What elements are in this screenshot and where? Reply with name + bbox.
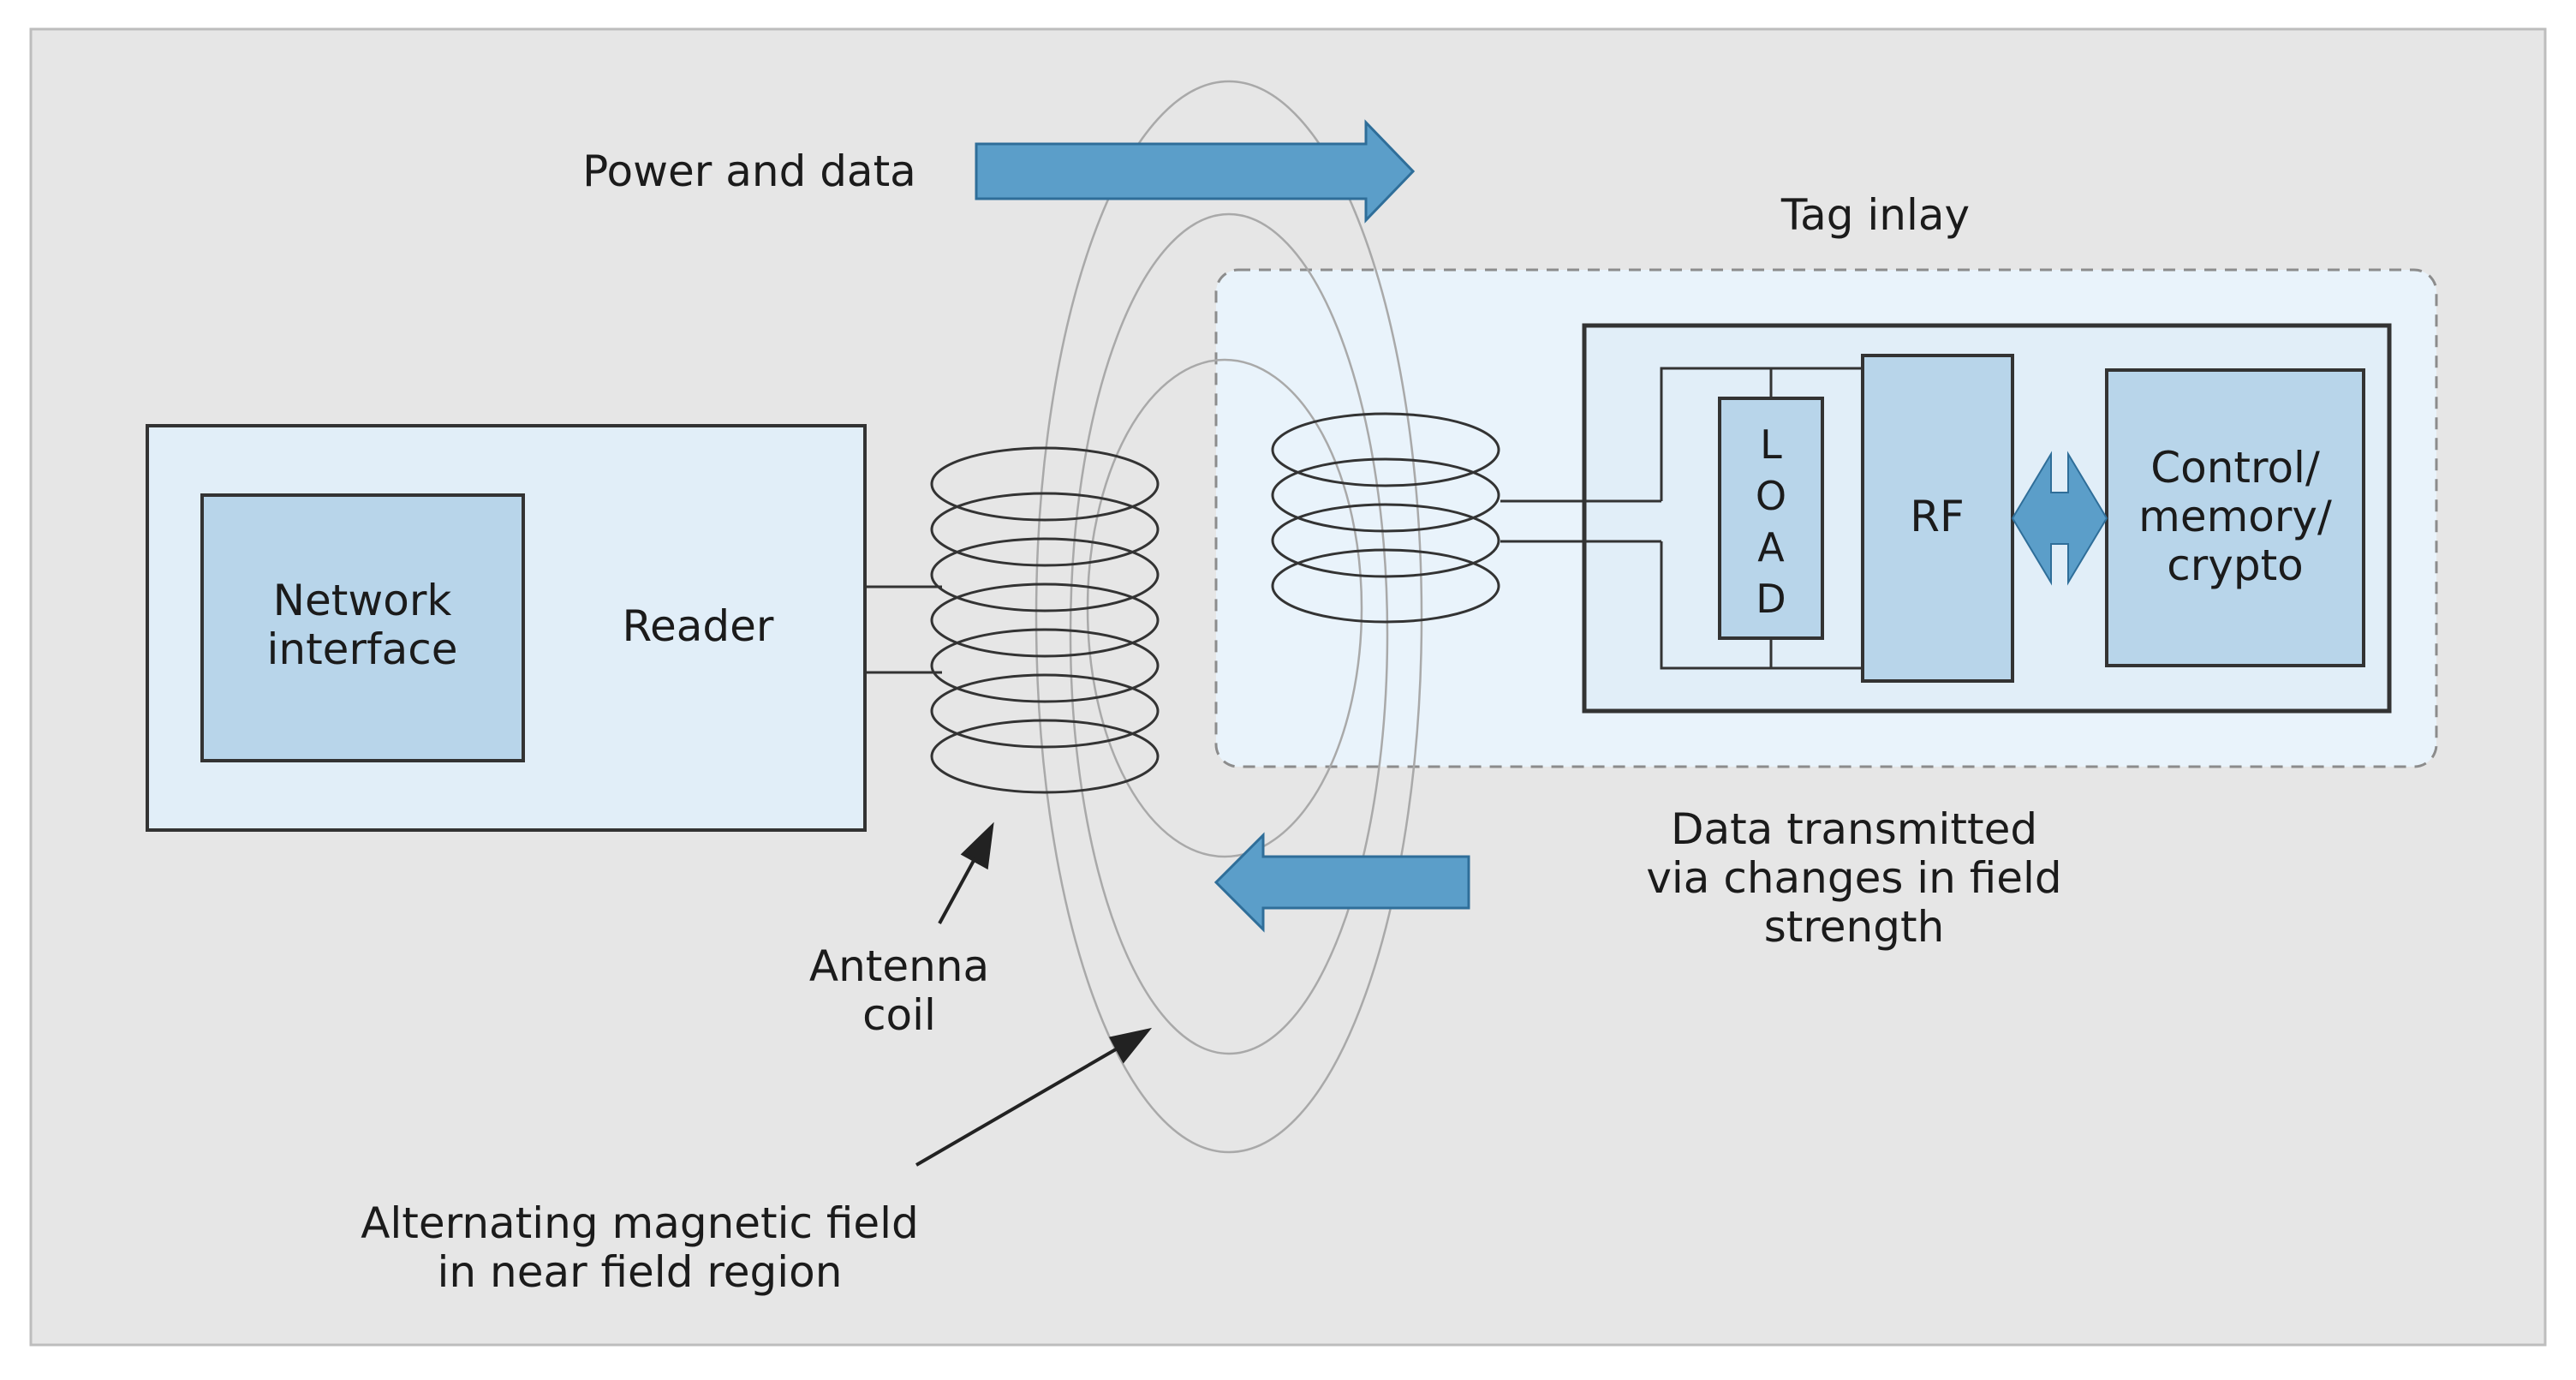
- control-label-line2: memory/: [2138, 492, 2332, 541]
- data-transmitted-label-line3: strength: [1764, 902, 1945, 952]
- reader-leads: [865, 585, 942, 674]
- field-pointer-arrowhead-icon: [1108, 1027, 1153, 1064]
- network-interface-box: [200, 493, 525, 762]
- pointer-arrows: [915, 821, 1153, 1167]
- antenna-coil-label-line1: Antenna: [809, 941, 989, 991]
- tag-inlay-label: Tag inlay: [1780, 190, 1970, 240]
- magnetic-field-label-line1: Alternating magnetic field: [361, 1198, 919, 1248]
- network-interface-label-line2: interface: [267, 624, 458, 674]
- control-memory-crypto-box: [2105, 368, 2365, 667]
- load-letter-d: D: [1756, 576, 1786, 622]
- network-interface-label-line1: Network: [273, 576, 452, 625]
- double-arrow-icon: [2011, 451, 2108, 586]
- control-label-line3: crypto: [2167, 541, 2304, 590]
- control-label-line1: Control/: [2150, 443, 2320, 493]
- magnetic-field-label-line2: in near field region: [438, 1247, 843, 1297]
- data-transmitted-label-line2: via changes in field: [1646, 853, 2061, 903]
- tag-antenna-coil: [1271, 412, 1500, 624]
- tag-wiring: [1500, 367, 1863, 670]
- load-box: [1718, 397, 1824, 640]
- antenna-pointer-arrowhead-icon: [960, 821, 994, 870]
- right-arrow-icon: [975, 119, 1416, 224]
- antenna-coil-label-line2: coil: [862, 990, 936, 1040]
- rf-box: [1861, 354, 2014, 683]
- left-arrow-icon: [1213, 832, 1470, 933]
- reader-antenna-coil: [930, 446, 1160, 794]
- data-transmitted-label-line1: Data transmitted: [1671, 804, 2037, 854]
- load-letter-a: A: [1757, 524, 1785, 571]
- rf-label: RF: [1910, 492, 1965, 541]
- load-letter-o: O: [1756, 473, 1786, 519]
- load-letter-l: L: [1760, 421, 1782, 468]
- reader-label: Reader: [623, 601, 774, 651]
- field-loop-middle: [1069, 212, 1389, 1055]
- power-and-data-label: Power and data: [582, 146, 916, 196]
- field-loop-outer: [1035, 80, 1423, 1154]
